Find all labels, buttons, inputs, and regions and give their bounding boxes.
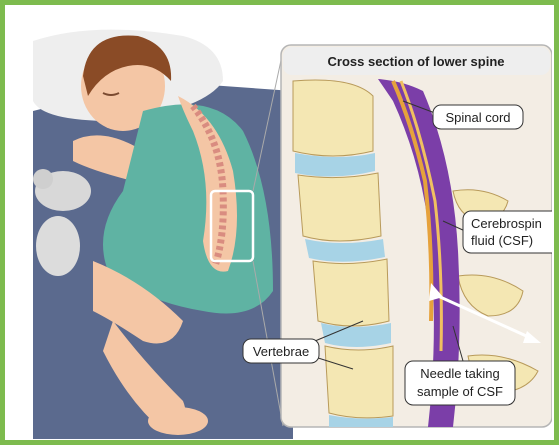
- label-csf-line1: Cerebrospin: [471, 216, 542, 231]
- panel-title: Cross section of lower spine: [328, 54, 505, 69]
- cross-section-panel: Cross section of lower spine: [243, 45, 552, 427]
- label-needle-line1: Needle taking: [420, 366, 500, 381]
- label-needle-line2: sample of CSF: [417, 384, 503, 399]
- label-spinal-cord: Spinal cord: [445, 110, 510, 125]
- illustration: Cross section of lower spine: [33, 21, 552, 439]
- lumbar-puncture-illustration: Cross section of lower spine: [33, 21, 552, 439]
- label-csf-line2: fluid (CSF): [471, 233, 533, 248]
- child-foot: [148, 407, 208, 435]
- label-vertebrae: Vertebrae: [253, 344, 309, 359]
